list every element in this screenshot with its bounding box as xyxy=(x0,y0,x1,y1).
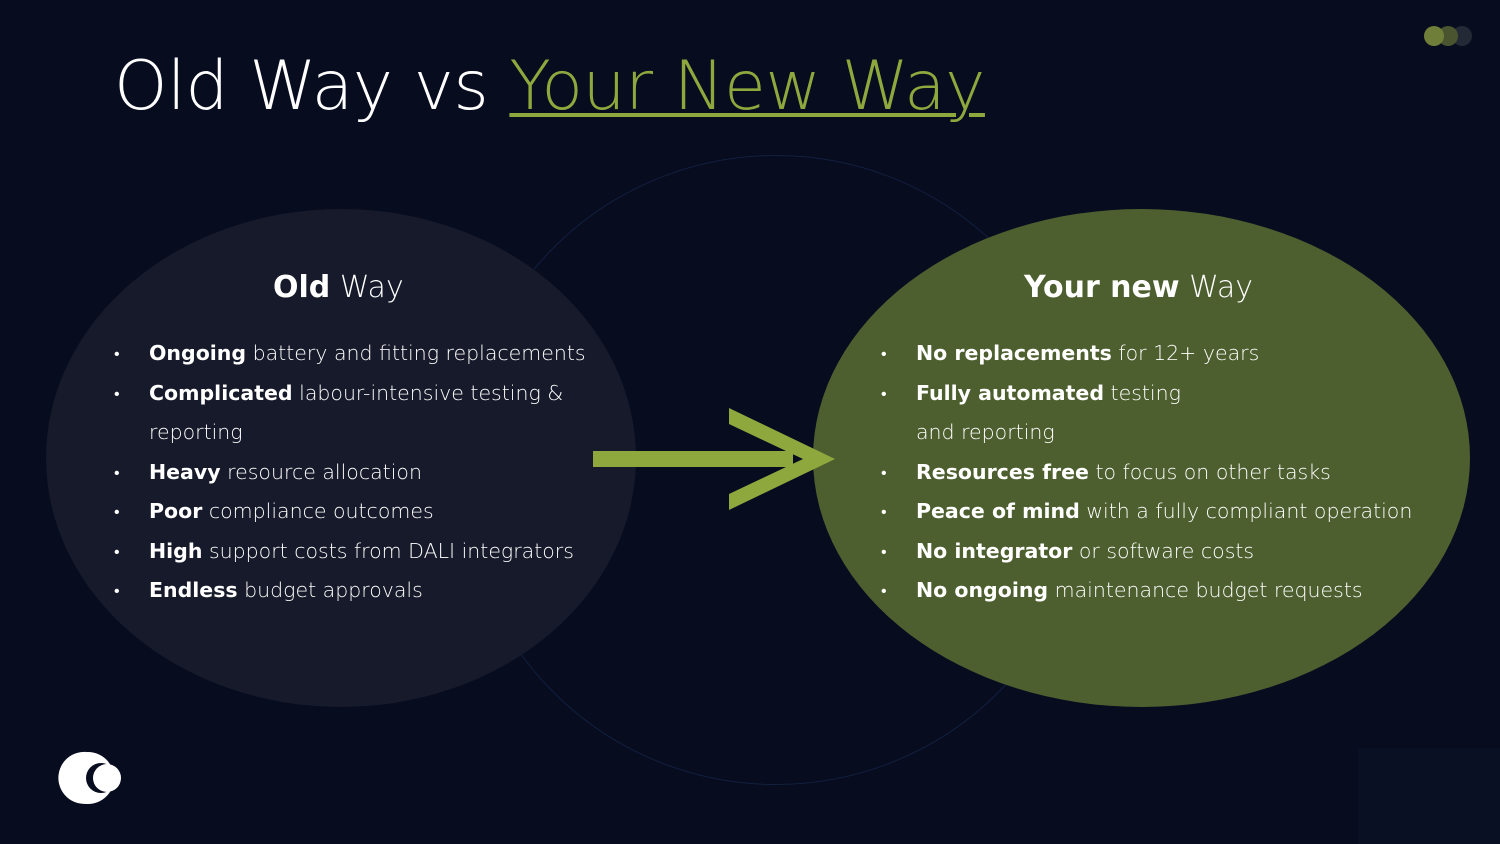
new-way-list-item: Resources free to focus on other tasks xyxy=(881,453,1412,493)
old-way-heading-light: Way xyxy=(339,270,404,305)
slide-title: Old Way vs Your New Way xyxy=(114,46,985,128)
new-way-item-bold: Fully automated xyxy=(916,380,1105,405)
new-way-item-text: testing xyxy=(1110,380,1181,405)
new-way-item-bold: Resources free xyxy=(916,459,1089,484)
old-way-item-text: budget approvals xyxy=(244,578,423,602)
right-arrow-icon xyxy=(593,408,835,510)
three-dots-icon xyxy=(1424,26,1472,46)
old-way-item-bold: Complicated xyxy=(149,380,293,405)
title-prefix: Old Way vs xyxy=(114,47,510,126)
old-way-list-item: Endless budget approvals xyxy=(114,571,586,611)
new-way-item-text: maintenance budget requests xyxy=(1054,578,1363,602)
old-way-item-bold: High xyxy=(149,538,203,563)
old-way-heading-bold: Old xyxy=(273,270,331,305)
new-way-item-bold: No ongoing xyxy=(916,578,1049,602)
title-accent: Your New Way xyxy=(509,47,985,126)
new-way-item-bold: No replacements xyxy=(916,341,1112,365)
new-way-item-text: with a fully compliant operation xyxy=(1086,499,1413,523)
corner-shade xyxy=(1358,748,1500,844)
new-way-item-bold: No integrator xyxy=(916,538,1073,563)
old-way-list-item: Complicated labour-intensive testing & re… xyxy=(114,374,586,453)
old-way-item-bold: Poor xyxy=(149,499,203,523)
old-way-item-continuation: reporting xyxy=(149,420,243,444)
new-way-list-item: No replacements for 12+ years xyxy=(881,334,1412,374)
old-way-item-text: battery and fitting replacements xyxy=(252,341,586,365)
old-way-list-item: High support costs from DALI integrators xyxy=(114,532,586,572)
old-way-list-item: Poor compliance outcomes xyxy=(114,492,586,532)
new-way-list: No replacements for 12+ yearsFully autom… xyxy=(881,334,1412,611)
old-way-list-item: Heavy resource allocation xyxy=(114,453,586,493)
old-way-heading: Old Way xyxy=(273,270,404,305)
new-way-item-text: to focus on other tasks xyxy=(1095,459,1331,484)
new-way-item-continuation: and reporting xyxy=(916,420,1055,444)
old-way-list: Ongoing battery and fitting replacements… xyxy=(114,334,586,611)
brand-logo xyxy=(58,751,121,804)
old-way-item-text: resource allocation xyxy=(227,459,422,484)
new-way-heading-light: Way xyxy=(1189,270,1254,305)
old-way-list-item: Ongoing battery and fitting replacements xyxy=(114,334,586,374)
new-way-heading-bold: Your new xyxy=(1024,270,1180,305)
old-way-item-text: labour-intensive testing & xyxy=(299,380,564,405)
old-way-item-bold: Endless xyxy=(149,578,238,602)
new-way-list-item: Fully automated testing and reporting xyxy=(881,374,1412,453)
old-way-item-bold: Heavy xyxy=(149,459,221,484)
new-way-list-item: No ongoing maintenance budget requests xyxy=(881,571,1412,611)
new-way-list-item: Peace of mind with a fully compliant ope… xyxy=(881,492,1412,532)
old-way-item-text: compliance outcomes xyxy=(208,499,434,523)
new-way-item-text: or software costs xyxy=(1078,538,1255,563)
old-way-item-text: support costs from DALI integrators xyxy=(208,538,574,563)
new-way-item-text: for 12+ years xyxy=(1118,341,1260,365)
new-way-list-item: No integrator or software costs xyxy=(881,532,1412,572)
new-way-item-bold: Peace of mind xyxy=(916,499,1080,523)
new-way-heading: Your new Way xyxy=(1024,270,1253,305)
old-way-item-bold: Ongoing xyxy=(149,341,247,365)
